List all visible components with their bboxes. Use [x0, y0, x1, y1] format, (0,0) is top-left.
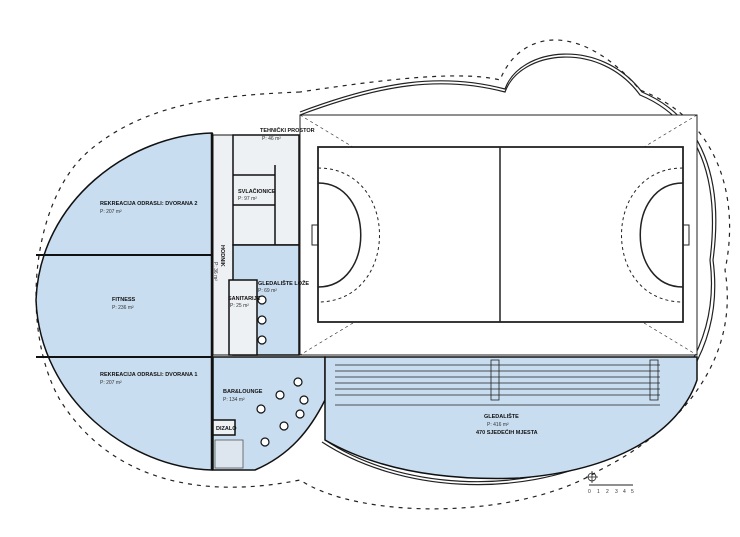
svg-text:4: 4 [623, 489, 626, 495]
label-bar: BAR&LOUNGE [223, 389, 263, 395]
svg-text:1: 1 [597, 489, 600, 495]
sanitarije-room [228, 279, 258, 356]
area-sanitarije: P: 25 m² [230, 303, 249, 309]
label-gledaliste: GLEDALIŠTE [484, 412, 519, 420]
area-tehnicki: P: 46 m² [262, 136, 281, 142]
area-bar: P: 134 m² [223, 397, 245, 403]
label-dvorana2: REKREACIJA ODRASLI: DVORANA 2 [100, 201, 197, 207]
label-dvorana1: REKREACIJA ODRASLI: DVORANA 1 [100, 372, 197, 378]
lounge-tables [256, 295, 309, 447]
label-tehnicki: TEHNIČKI PROSTOR [260, 127, 315, 134]
svg-text:3: 3 [615, 489, 618, 495]
north-arrow-icon [586, 471, 598, 483]
svg-text:5: 5 [631, 489, 634, 495]
area-dvorana1: P: 207 m² [100, 380, 122, 386]
label-hodnik: HODNIK [219, 245, 225, 267]
area-svlacionice: P: 97 m² [238, 196, 257, 202]
left-halls-area [35, 132, 213, 471]
seating-rows [335, 359, 660, 406]
label-loze: GLEDALIŠTE LOŽE [258, 279, 309, 287]
area-hodnik: P: 36 m² [212, 262, 218, 281]
svg-text:2: 2 [606, 489, 609, 495]
area-gledaliste: P: 416 m² [487, 422, 509, 428]
area-dvorana2: P: 207 m² [100, 209, 122, 215]
staircase [214, 439, 244, 469]
label-sanitarije: SANITARIJE [228, 296, 261, 302]
svlacionice-block [232, 134, 300, 246]
scale-bar: 0 1 2 3 4 5 [588, 484, 634, 495]
dizalo-room [212, 419, 236, 436]
area-fitness: P: 236 m² [112, 305, 134, 311]
seats-gledaliste: 470 SJEDEĆIH MJESTA [476, 428, 538, 436]
label-dizalo: DIZALO [216, 426, 237, 432]
label-fitness: FITNESS [112, 297, 136, 303]
handball-court [299, 114, 698, 356]
gledaliste-area [324, 356, 698, 480]
area-loze: P: 69 m² [258, 288, 277, 294]
svg-text:0: 0 [588, 489, 591, 495]
label-svlacionice: SVLAČIONICE [238, 188, 276, 195]
room-labels: REKREACIJA ODRASLI: DVORANA 2 P: 207 m² … [100, 127, 538, 436]
